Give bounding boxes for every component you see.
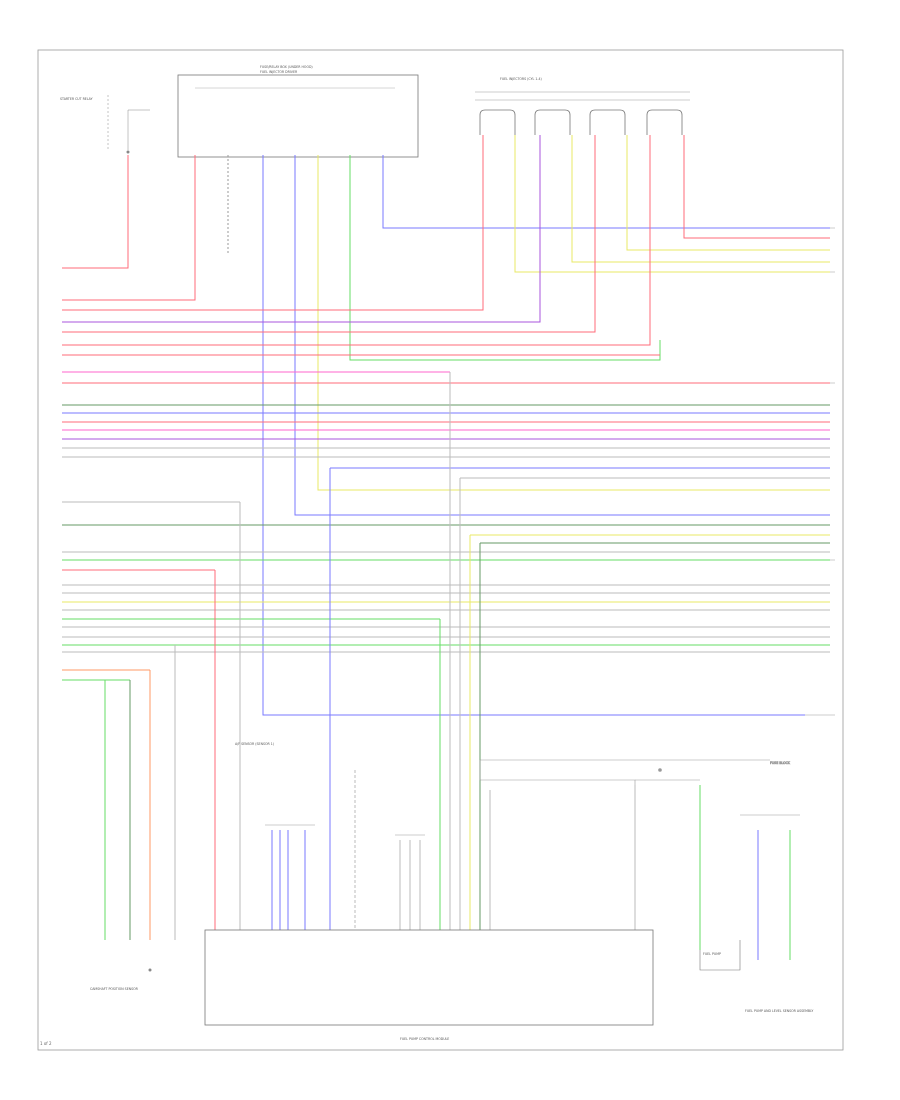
fuel-pump-label: FUEL PUMP [703, 952, 721, 956]
fuse-block-connector: FUSE BLOCK [479, 759, 791, 785]
fuel-injectors: FUEL INJECTORS (CYL 1-4) [475, 77, 690, 135]
top-fuse-box-label: FUSE/RELAY BOX (UNDER HOOD) [260, 65, 313, 69]
bottom-left-sensor-label: CAMSHAFT POSITION SENSOR [90, 987, 139, 991]
module-drops [104, 372, 791, 960]
fuel-pump-sensor-label: FUEL PUMP AND LEVEL SENSOR ASSEMBLY [745, 1009, 813, 1013]
injector-wires [62, 135, 830, 346]
page-number: 1 of 2 [40, 1041, 52, 1046]
fpcm-label: FUEL PUMP CONTROL MODULE [400, 1037, 449, 1041]
starter-cut-relay: STARTER CUT RELAY [60, 95, 150, 154]
fuel-pump-level-sensor: FUEL PUMP AND LEVEL SENSOR ASSEMBLY FUEL… [699, 940, 813, 1013]
fuel-pump-control-module: FUEL PUMP CONTROL MODULE [204, 929, 654, 1041]
fuse-block-label: FUSE BLOCK [770, 761, 791, 765]
injectors-label: FUEL INJECTORS (CYL 1-4) [500, 77, 542, 81]
top-fuse-box-sublabel: FUEL INJECTOR DRIVER [260, 70, 298, 74]
fuse-box-wires [62, 155, 830, 716]
top-fuse-box: FUSE/RELAY BOX (UNDER HOOD) FUEL INJECTO… [177, 65, 419, 158]
o2-sensor-label: A/F SENSOR (SENSOR 1) [235, 742, 274, 746]
starter-note-label: STARTER CUT RELAY [60, 97, 93, 101]
af-sensor-annotation: A/F SENSOR (SENSOR 1) [235, 742, 800, 836]
harness-bus [62, 354, 830, 681]
camshaft-position-sensor: CAMSHAFT POSITION SENSOR [90, 968, 152, 991]
diagram-frame [37, 49, 844, 1051]
right-terminals [805, 227, 835, 716]
